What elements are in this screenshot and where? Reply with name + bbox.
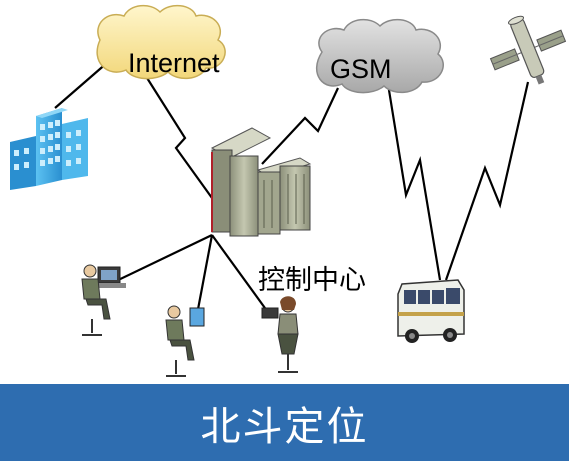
connection-lines (54, 61, 530, 321)
link-building-internet (54, 61, 109, 109)
link-server-operator3 (211, 234, 271, 316)
operator-icon (165, 305, 205, 377)
link-server-operator1 (111, 234, 213, 284)
building-icon (10, 108, 88, 190)
operator-icon (261, 296, 299, 373)
gsm-cloud-icon (316, 18, 444, 94)
link-server-operator2 (194, 234, 214, 321)
operator-icon (81, 264, 126, 336)
satellite-icon (489, 15, 567, 85)
footer-banner: 北斗定位 (0, 384, 569, 461)
gsm-label: GSM (330, 54, 392, 84)
internet-cloud-icon (96, 4, 226, 80)
bus-icon (397, 279, 465, 343)
link-gsm-bus (386, 83, 442, 281)
control-center-label: 控制中心 (258, 265, 366, 296)
server-icon (210, 127, 312, 237)
link-satellite-bus (444, 81, 530, 281)
link-internet-server (141, 69, 213, 199)
link-server-gsm (261, 87, 339, 165)
internet-label: Internet (128, 48, 220, 78)
footer-title: 北斗定位 (200, 403, 369, 450)
